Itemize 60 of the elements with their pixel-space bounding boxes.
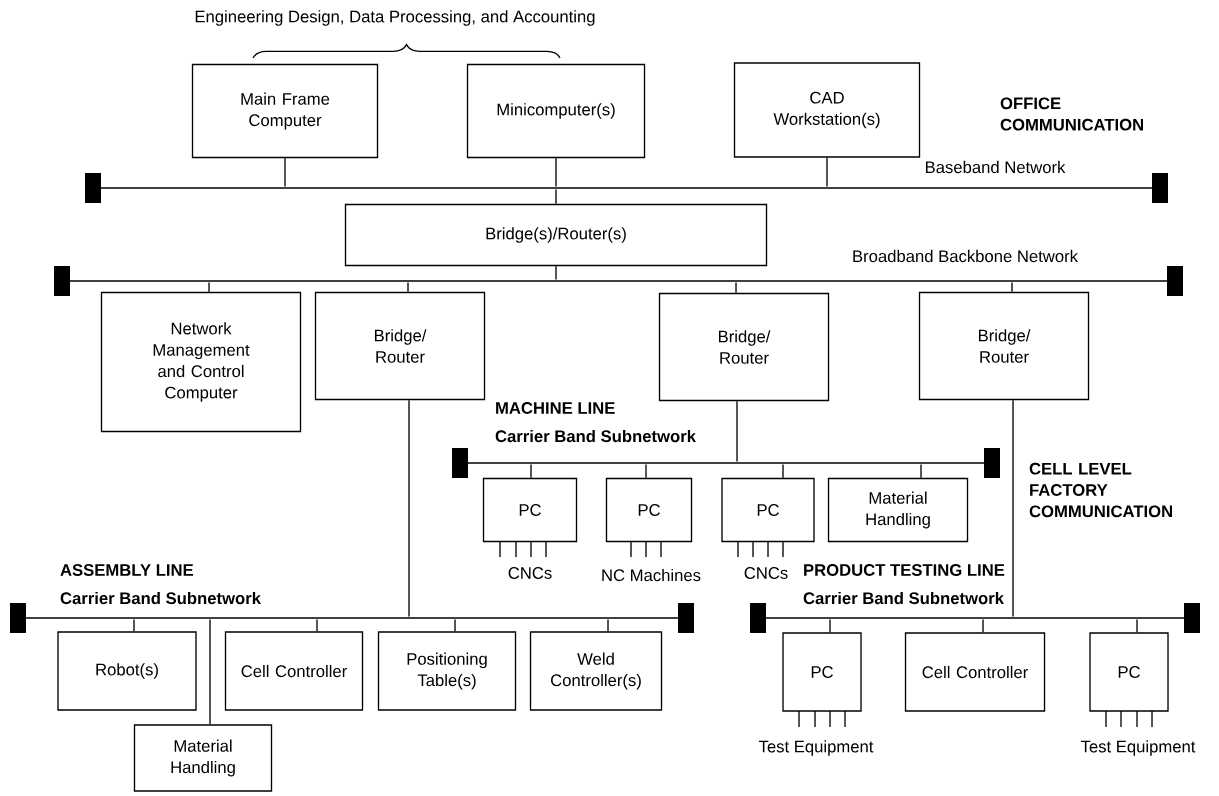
connector-line bbox=[316, 618, 318, 632]
connector-line bbox=[645, 463, 647, 479]
connector-line bbox=[555, 265, 557, 281]
caption-text: Engineering Design, Data Processing, and Accounting bbox=[195, 10, 595, 26]
connector-line bbox=[530, 463, 532, 479]
connector-line bbox=[284, 157, 286, 188]
connector-line bbox=[408, 399, 410, 618]
connector-line bbox=[607, 618, 609, 632]
network-heading: ASSEMBLY LINE bbox=[60, 564, 193, 576]
connector-line bbox=[555, 157, 557, 188]
network-heading: Carrier Band Subnetwork bbox=[60, 591, 261, 605]
device-box: Minicomputer(s) bbox=[466, 63, 646, 159]
device-box: Cell Controller bbox=[224, 631, 364, 711]
section-heading: CELL LEVEL FACTORY COMMUNICATION bbox=[1029, 462, 1172, 518]
pc-box: PC bbox=[605, 477, 693, 558]
network-label: Broadband Backbone Network bbox=[853, 249, 1079, 263]
connector-line bbox=[209, 618, 211, 725]
connector-line bbox=[826, 157, 828, 188]
connector-line bbox=[407, 281, 409, 293]
device-box: CAD Workstation(s) bbox=[733, 62, 921, 158]
connector-line bbox=[735, 281, 737, 294]
device-box: Network Management and Control Computer bbox=[100, 291, 302, 433]
device-box: Bridge/ Router bbox=[918, 291, 1090, 401]
pc-box: PC bbox=[782, 632, 862, 728]
network-heading: PRODUCT TESTING LINE bbox=[804, 564, 1005, 576]
network-label: Baseband Network bbox=[925, 160, 1066, 174]
device-box: Cell Controller bbox=[904, 632, 1046, 712]
device-box: Positioning Table(s) bbox=[377, 631, 517, 711]
connector-line bbox=[208, 281, 210, 293]
network-heading: MACHINE LINE bbox=[496, 402, 615, 414]
connector-line bbox=[1136, 618, 1138, 633]
device-label: CNCs bbox=[744, 567, 788, 579]
connector-line bbox=[555, 188, 557, 205]
device-label: NC Machines bbox=[602, 568, 701, 582]
device-label: Test Equipment bbox=[1080, 740, 1196, 756]
connector-line bbox=[454, 618, 456, 632]
connector-line bbox=[829, 618, 831, 633]
connector-line bbox=[920, 463, 922, 479]
device-label: CNCs bbox=[508, 567, 552, 579]
section-heading: OFFICE COMMUNICATION bbox=[1000, 97, 1143, 131]
connector-line bbox=[1012, 399, 1014, 618]
network-heading: Carrier Band Subnetwork bbox=[495, 429, 696, 443]
device-box: Main Frame Computer bbox=[191, 63, 379, 159]
connector-line bbox=[982, 618, 984, 633]
network-heading: Carrier Band Subnetwork bbox=[803, 591, 1004, 605]
device-box: Material Handling bbox=[133, 724, 273, 792]
device-box: Bridge(s)/Router(s) bbox=[344, 203, 768, 267]
device-box: Weld Controller(s) bbox=[529, 631, 663, 711]
pc-box: PC bbox=[482, 477, 578, 558]
pc-box: PC bbox=[1089, 632, 1169, 728]
pc-box: PC bbox=[721, 477, 815, 558]
connector-line bbox=[782, 463, 784, 479]
device-box: Bridge/ Router bbox=[658, 292, 830, 402]
connector-line bbox=[133, 618, 135, 632]
device-label: Test Equipment bbox=[758, 740, 874, 756]
device-box: Material Handling bbox=[827, 477, 969, 543]
device-box: Bridge/ Router bbox=[314, 291, 486, 401]
connector-line bbox=[736, 400, 738, 463]
device-box: Robot(s) bbox=[57, 631, 197, 711]
connector-line bbox=[1011, 281, 1013, 293]
